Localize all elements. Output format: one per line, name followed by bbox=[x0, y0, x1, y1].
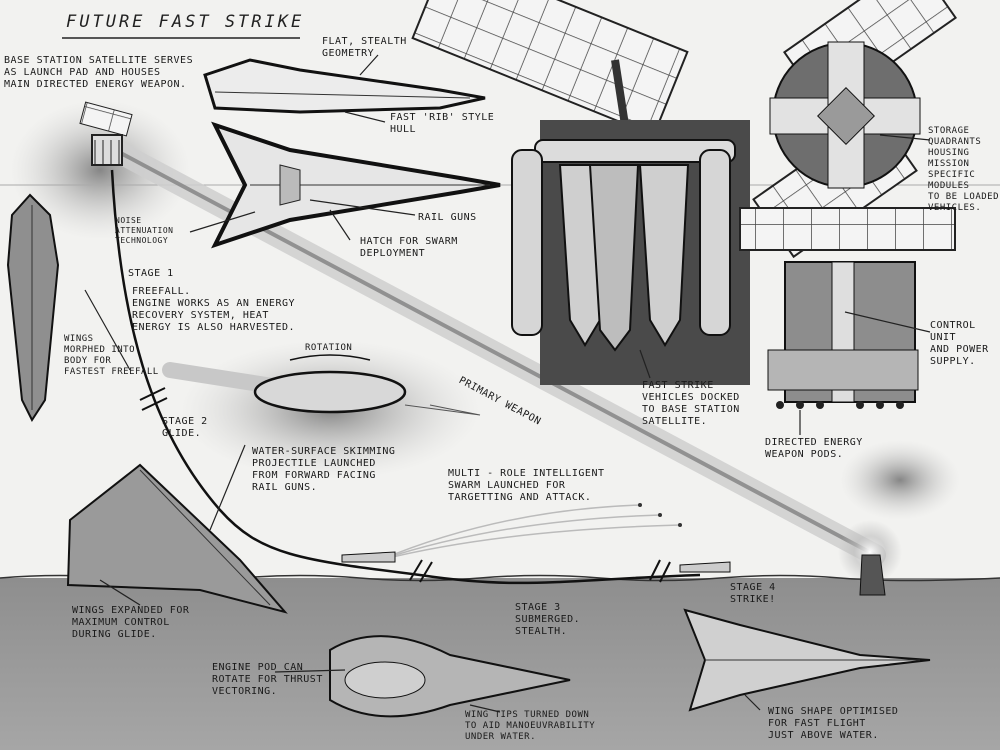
satellite-solar-panel bbox=[411, 0, 689, 137]
docked-vehicles bbox=[511, 139, 736, 352]
vehicle-side-view bbox=[203, 58, 486, 114]
skimming-projectile bbox=[162, 354, 481, 416]
impact-burst bbox=[838, 520, 902, 584]
freefall-vehicle bbox=[6, 193, 60, 423]
label-flat-stealth: FLAT, STEALTH GEOMETRY bbox=[322, 36, 407, 59]
label-rib-hull: FAST 'RIB' STYLE HULL bbox=[390, 112, 495, 135]
glide-vehicle bbox=[66, 463, 288, 614]
cloud bbox=[10, 100, 190, 240]
label-directed-pods: DIRECTED ENERGY WEAPON PODS. bbox=[765, 437, 863, 460]
label-stage1-number: STAGE 1 bbox=[128, 268, 174, 279]
label-stage2: STAGE 2 GLIDE. bbox=[162, 416, 208, 439]
label-wings-morphed: WINGS MORPHED INTO BODY FOR FASTEST FREE… bbox=[64, 334, 159, 377]
label-wing-tips: WING TIPS TURNED DOWN TO AID MANOEUVRABI… bbox=[465, 710, 596, 742]
label-docked: FAST STRIKE VEHICLES DOCKED TO BASE STAT… bbox=[642, 380, 740, 427]
label-storage: STORAGE QUADRANTS HOUSING MISSION SPECIF… bbox=[928, 126, 1000, 213]
trajectory-curve bbox=[110, 169, 701, 585]
label-rotation: ROTATION bbox=[305, 343, 353, 353]
smoke bbox=[840, 440, 960, 520]
label-base-station: BASE STATION SATELLITE SERVES AS LAUNCH … bbox=[4, 55, 194, 90]
sheet-title: FUTURE FAST STRIKE bbox=[66, 12, 305, 32]
label-hatch: HATCH FOR SWARM DEPLOYMENT bbox=[360, 236, 458, 259]
label-control-unit: CONTROL UNIT AND POWER SUPPLY. bbox=[930, 320, 989, 367]
label-noise: NOISE ATTENUATION TECHNOLOGY bbox=[115, 216, 174, 245]
control-unit-station bbox=[739, 207, 956, 409]
label-wings-expanded: WINGS EXPANDED FOR MAXIMUM CONTROL DURIN… bbox=[72, 605, 190, 640]
label-stage1: FREEFALL. ENGINE WORKS AS AN ENERGY RECO… bbox=[132, 286, 296, 333]
label-stage4: STAGE 4 STRIKE! bbox=[730, 582, 776, 605]
base-station-satellite-small bbox=[79, 101, 133, 166]
label-engine-pod: ENGINE POD CAN ROTATE FOR THRUST VECTORI… bbox=[212, 662, 323, 697]
label-stage3: STAGE 3 SUBMERGED. STEALTH. bbox=[515, 602, 581, 637]
label-swarm: MULTI - ROLE INTELLIGENT SWARM LAUNCHED … bbox=[448, 468, 605, 503]
target-vessel bbox=[859, 554, 886, 596]
label-wing-shape: WING SHAPE OPTIMISED FOR FAST FLIGHT JUS… bbox=[768, 706, 899, 741]
label-rail-guns: RAIL GUNS bbox=[418, 212, 477, 223]
label-skimming: WATER-SURFACE SKIMMING PROJECTILE LAUNCH… bbox=[252, 446, 396, 493]
swarm-trails bbox=[341, 503, 731, 573]
